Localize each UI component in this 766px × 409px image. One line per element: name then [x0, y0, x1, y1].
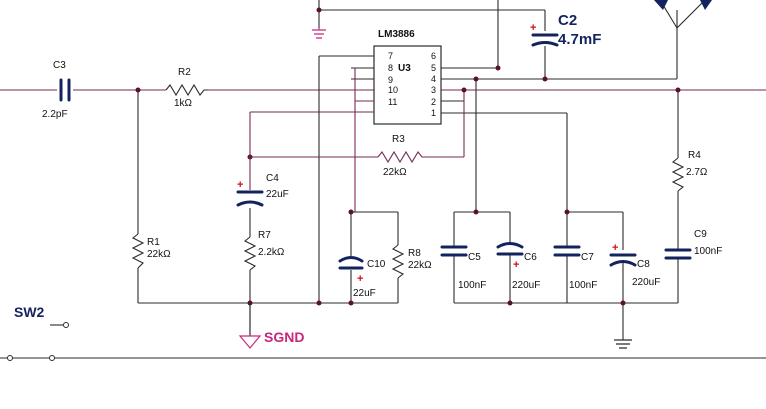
junction-dot	[135, 87, 141, 93]
ic-left-leads	[250, 55, 374, 113]
sgnd-label: SGND	[264, 329, 304, 345]
svg-text:2: 2	[431, 97, 436, 107]
c2-polarity: +	[530, 22, 536, 34]
resistor-r2[interactable]	[165, 83, 208, 97]
capacitor-c8[interactable]	[609, 253, 637, 267]
r1-ref: R1	[147, 237, 160, 248]
ic-u3-body[interactable]	[373, 45, 442, 125]
c4-polarity: +	[237, 179, 243, 191]
c7-ref: C7	[581, 252, 594, 263]
svg-text:6: 6	[431, 51, 436, 61]
ic-part-label: LM3886	[378, 29, 415, 40]
c5-ref: C5	[468, 252, 481, 263]
r8-ref: R8	[408, 248, 421, 259]
svg-text:4: 4	[431, 74, 436, 84]
c9-ref: C9	[694, 229, 707, 240]
decoupling-group-1	[453, 79, 511, 303]
c8-ref: C8	[637, 259, 650, 270]
decoupling-group-2	[566, 113, 624, 340]
junction-dot	[473, 76, 479, 82]
c10-ref: C10	[367, 259, 386, 270]
r4-ref: R4	[688, 150, 701, 161]
junction-dot	[620, 300, 626, 306]
ic-right-pins: 6 5 4 3 2 1	[431, 51, 436, 118]
r7-value: 2.2kΩ	[258, 247, 285, 258]
svg-text:8: 8	[388, 63, 393, 73]
top-supply-wiring	[318, 0, 678, 303]
switch-sw2[interactable]	[0, 322, 766, 361]
svg-text:5: 5	[431, 63, 436, 73]
junction-dot	[473, 209, 479, 215]
junction-dot	[316, 300, 322, 306]
junction-dot	[348, 300, 354, 306]
capacitor-c5[interactable]	[440, 245, 468, 257]
junction-dot	[564, 209, 570, 215]
c4-ref: C4	[266, 173, 279, 184]
c2-value: 4.7mF	[558, 31, 601, 48]
c6-polarity: +	[513, 259, 519, 271]
junction-dot	[495, 65, 501, 71]
c6-value: 220uF	[512, 280, 540, 291]
r2-ref: R2	[178, 67, 191, 78]
ground-symbol-top	[312, 28, 326, 39]
c10-value: 22uF	[353, 288, 376, 299]
r3-value: 22kΩ	[383, 167, 407, 178]
c4-r7-branch	[243, 112, 257, 303]
capacitor-c4[interactable]	[236, 190, 264, 207]
ic-left-pins: 7 8 9 10 11	[388, 51, 398, 107]
junction-dot	[675, 87, 681, 93]
zobel-network	[671, 90, 685, 303]
capacitor-c7[interactable]	[553, 245, 581, 257]
svg-text:10: 10	[388, 85, 398, 95]
junction-dot	[316, 7, 322, 13]
c3-value: 2.2pF	[42, 109, 68, 120]
c7-value: 100nF	[569, 280, 597, 291]
ground-symbol-bottom	[614, 339, 632, 349]
output-arrow-icon	[654, 0, 712, 29]
svg-text:11: 11	[388, 97, 397, 107]
c4-value: 22uF	[266, 189, 289, 200]
junction-dot	[507, 300, 513, 306]
r3-feedback	[250, 68, 465, 212]
capacitor-c2[interactable]	[531, 33, 559, 47]
r2-value: 1kΩ	[174, 98, 193, 109]
junction-dot	[348, 209, 354, 215]
junction-dot	[542, 76, 548, 82]
c10-polarity: +	[357, 273, 363, 285]
r1-branch	[131, 90, 145, 303]
ic-right-leads	[441, 67, 677, 114]
c5-value: 100nF	[458, 280, 486, 291]
r1-value: 22kΩ	[147, 249, 171, 260]
sw2-label: SW2	[14, 304, 45, 320]
r7-ref: R7	[258, 230, 271, 241]
sgnd-ground-symbol	[238, 303, 262, 349]
junction-dot	[461, 87, 467, 93]
r4-value: 2.7Ω	[686, 167, 708, 178]
svg-text:9: 9	[388, 75, 393, 85]
c8-value: 220uF	[632, 277, 660, 288]
svg-text:7: 7	[388, 51, 393, 61]
c6-ref: C6	[524, 252, 537, 263]
c3-ref: C3	[53, 60, 66, 71]
capacitor-c6[interactable]	[496, 242, 524, 256]
svg-text:1: 1	[431, 108, 436, 118]
r3-ref: R3	[392, 134, 405, 145]
r8-value: 22kΩ	[408, 260, 432, 271]
capacitor-c9[interactable]	[664, 248, 692, 260]
svg-text:3: 3	[431, 85, 436, 95]
c2-ref: C2	[558, 12, 577, 29]
capacitor-c10[interactable]	[338, 256, 364, 270]
capacitor-c3[interactable]	[59, 78, 71, 102]
c8-polarity: +	[612, 242, 618, 254]
c9-value: 100nF	[694, 246, 722, 257]
ic-ref-label: U3	[398, 63, 411, 74]
c10-r8-network	[350, 211, 405, 303]
